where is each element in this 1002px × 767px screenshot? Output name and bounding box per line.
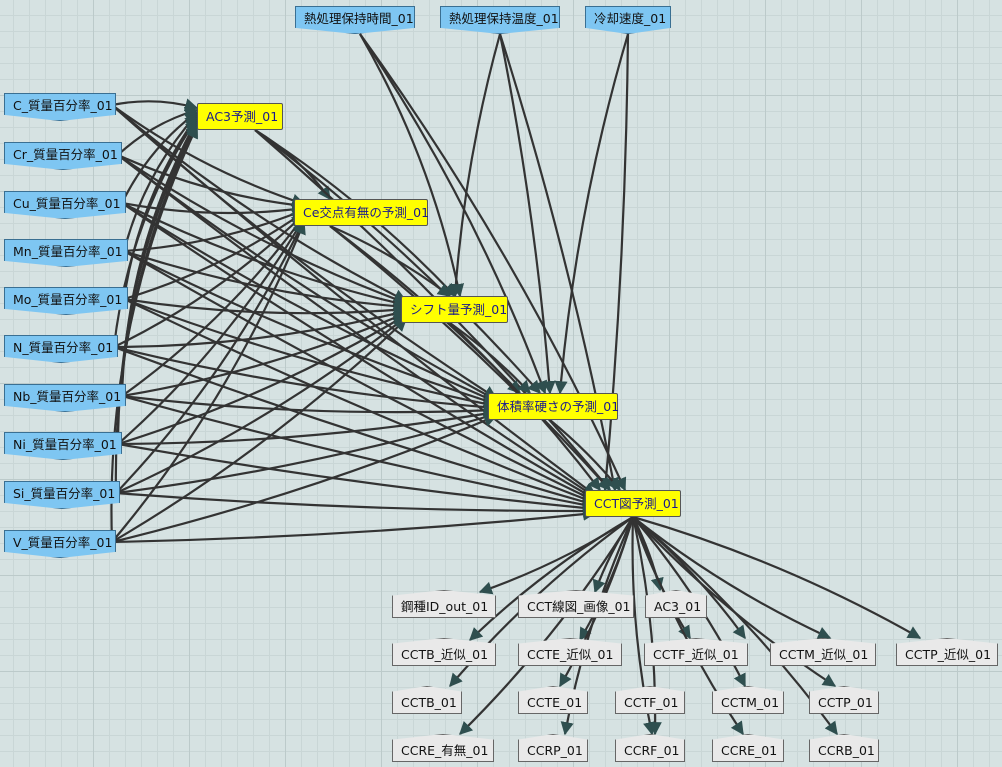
edge: [117, 407, 498, 446]
edge: [111, 104, 306, 207]
process-node-ac3[interactable]: AC3予測_01: [197, 103, 283, 130]
edge: [254, 129, 541, 394]
edge: [121, 311, 408, 398]
edge: [112, 116, 198, 348]
edge: [111, 507, 597, 544]
edge: [123, 250, 498, 407]
output-node-cct-image[interactable]: CCT線図_画像_01: [518, 590, 634, 618]
output-node-ccrp[interactable]: CCRP_01: [518, 734, 588, 762]
output-node-ccre[interactable]: CCRE_01: [712, 734, 784, 762]
process-node-ce[interactable]: Ce交点有無の予測_01: [294, 199, 429, 226]
edge: [121, 394, 597, 512]
input-node-cu[interactable]: Cu_質量百分率_01: [4, 191, 126, 219]
edge: [632, 515, 922, 639]
edge: [115, 411, 498, 495]
edge: [359, 33, 465, 298]
edge: [117, 153, 306, 212]
edge: [459, 516, 634, 735]
input-node-cooling-rate[interactable]: 冷却速度_01: [585, 6, 671, 34]
process-node-volume-hardness[interactable]: 体積率硬さの予測_01: [488, 393, 619, 420]
edge: [117, 216, 305, 445]
output-node-cctm[interactable]: CCTM_01: [712, 686, 784, 714]
input-node-n[interactable]: N_質量百分率_01: [4, 335, 118, 363]
edge: [121, 394, 498, 418]
input-node-v[interactable]: V_質量百分率_01: [4, 530, 116, 558]
edge: [117, 442, 597, 515]
input-node-c[interactable]: C_質量百分率_01: [4, 93, 116, 121]
output-node-steel-id[interactable]: 鋼種ID_out_01: [392, 590, 496, 618]
edge: [449, 33, 502, 298]
edge: [469, 516, 634, 641]
edge: [123, 249, 408, 313]
output-node-cctf-approx[interactable]: CCTF_近似_01: [644, 638, 748, 666]
edge: [117, 154, 408, 306]
output-node-cctb-approx[interactable]: CCTB_近似_01: [392, 638, 496, 666]
edge: [599, 33, 630, 492]
process-node-cct[interactable]: CCT図予測_01: [585, 490, 681, 517]
edge: [123, 297, 498, 411]
output-node-ccrf[interactable]: CCRF_01: [615, 734, 685, 762]
edge: [329, 225, 611, 491]
edge: [111, 318, 407, 543]
input-node-ni[interactable]: Ni_質量百分率_01: [4, 432, 122, 460]
edge: [123, 250, 597, 502]
edge: [498, 33, 620, 492]
input-node-cr[interactable]: Cr_質量百分率_01: [4, 142, 122, 170]
edge: [123, 298, 597, 505]
input-node-nb[interactable]: Nb_質量百分率_01: [4, 384, 126, 412]
edge: [359, 33, 627, 492]
edge: [115, 218, 305, 494]
output-node-cctm-approx[interactable]: CCTM_近似_01: [770, 638, 876, 666]
input-node-si[interactable]: Si_質量百分率_01: [4, 481, 120, 509]
edge: [121, 201, 306, 217]
edge: [111, 220, 306, 543]
edge: [117, 314, 408, 446]
edge: [632, 516, 832, 640]
output-node-ccrb[interactable]: CCRB_01: [809, 734, 879, 762]
input-node-heat-hold-time[interactable]: 熱処理保持時間_01: [295, 6, 415, 34]
edge: [554, 33, 630, 395]
input-node-mn[interactable]: Mn_質量百分率_01: [4, 239, 128, 267]
output-node-cctb[interactable]: CCTB_01: [392, 686, 462, 714]
output-node-ac3[interactable]: AC3_01: [645, 590, 707, 618]
edge: [549, 419, 621, 492]
edge: [111, 414, 498, 544]
edge: [123, 211, 306, 301]
edge: [113, 213, 305, 348]
output-node-cctf[interactable]: CCTF_01: [615, 686, 685, 714]
edge: [113, 307, 408, 349]
input-node-mo[interactable]: Mo_質量百分率_01: [4, 287, 128, 315]
edge: [117, 154, 597, 498]
output-node-ccte[interactable]: CCTE_01: [518, 686, 588, 714]
output-node-cctp-approx[interactable]: CCTP_近似_01: [896, 638, 998, 666]
edge: [121, 214, 305, 397]
edge: [449, 322, 531, 394]
edge: [115, 316, 408, 495]
edge: [498, 33, 556, 395]
output-node-ccte-approx[interactable]: CCTE_近似_01: [518, 638, 622, 666]
edge: [111, 98, 199, 112]
edge: [123, 297, 408, 317]
input-node-heat-hold-temp[interactable]: 熱処理保持温度_01: [440, 6, 560, 34]
edge: [113, 345, 498, 414]
output-node-ccre-presence[interactable]: CCRE_有無_01: [392, 734, 494, 762]
edge: [329, 224, 452, 297]
edge: [121, 202, 498, 404]
output-node-cctp[interactable]: CCTP_01: [809, 686, 879, 714]
process-node-shift[interactable]: シフト量予測_01: [401, 296, 508, 323]
edge: [110, 124, 198, 543]
